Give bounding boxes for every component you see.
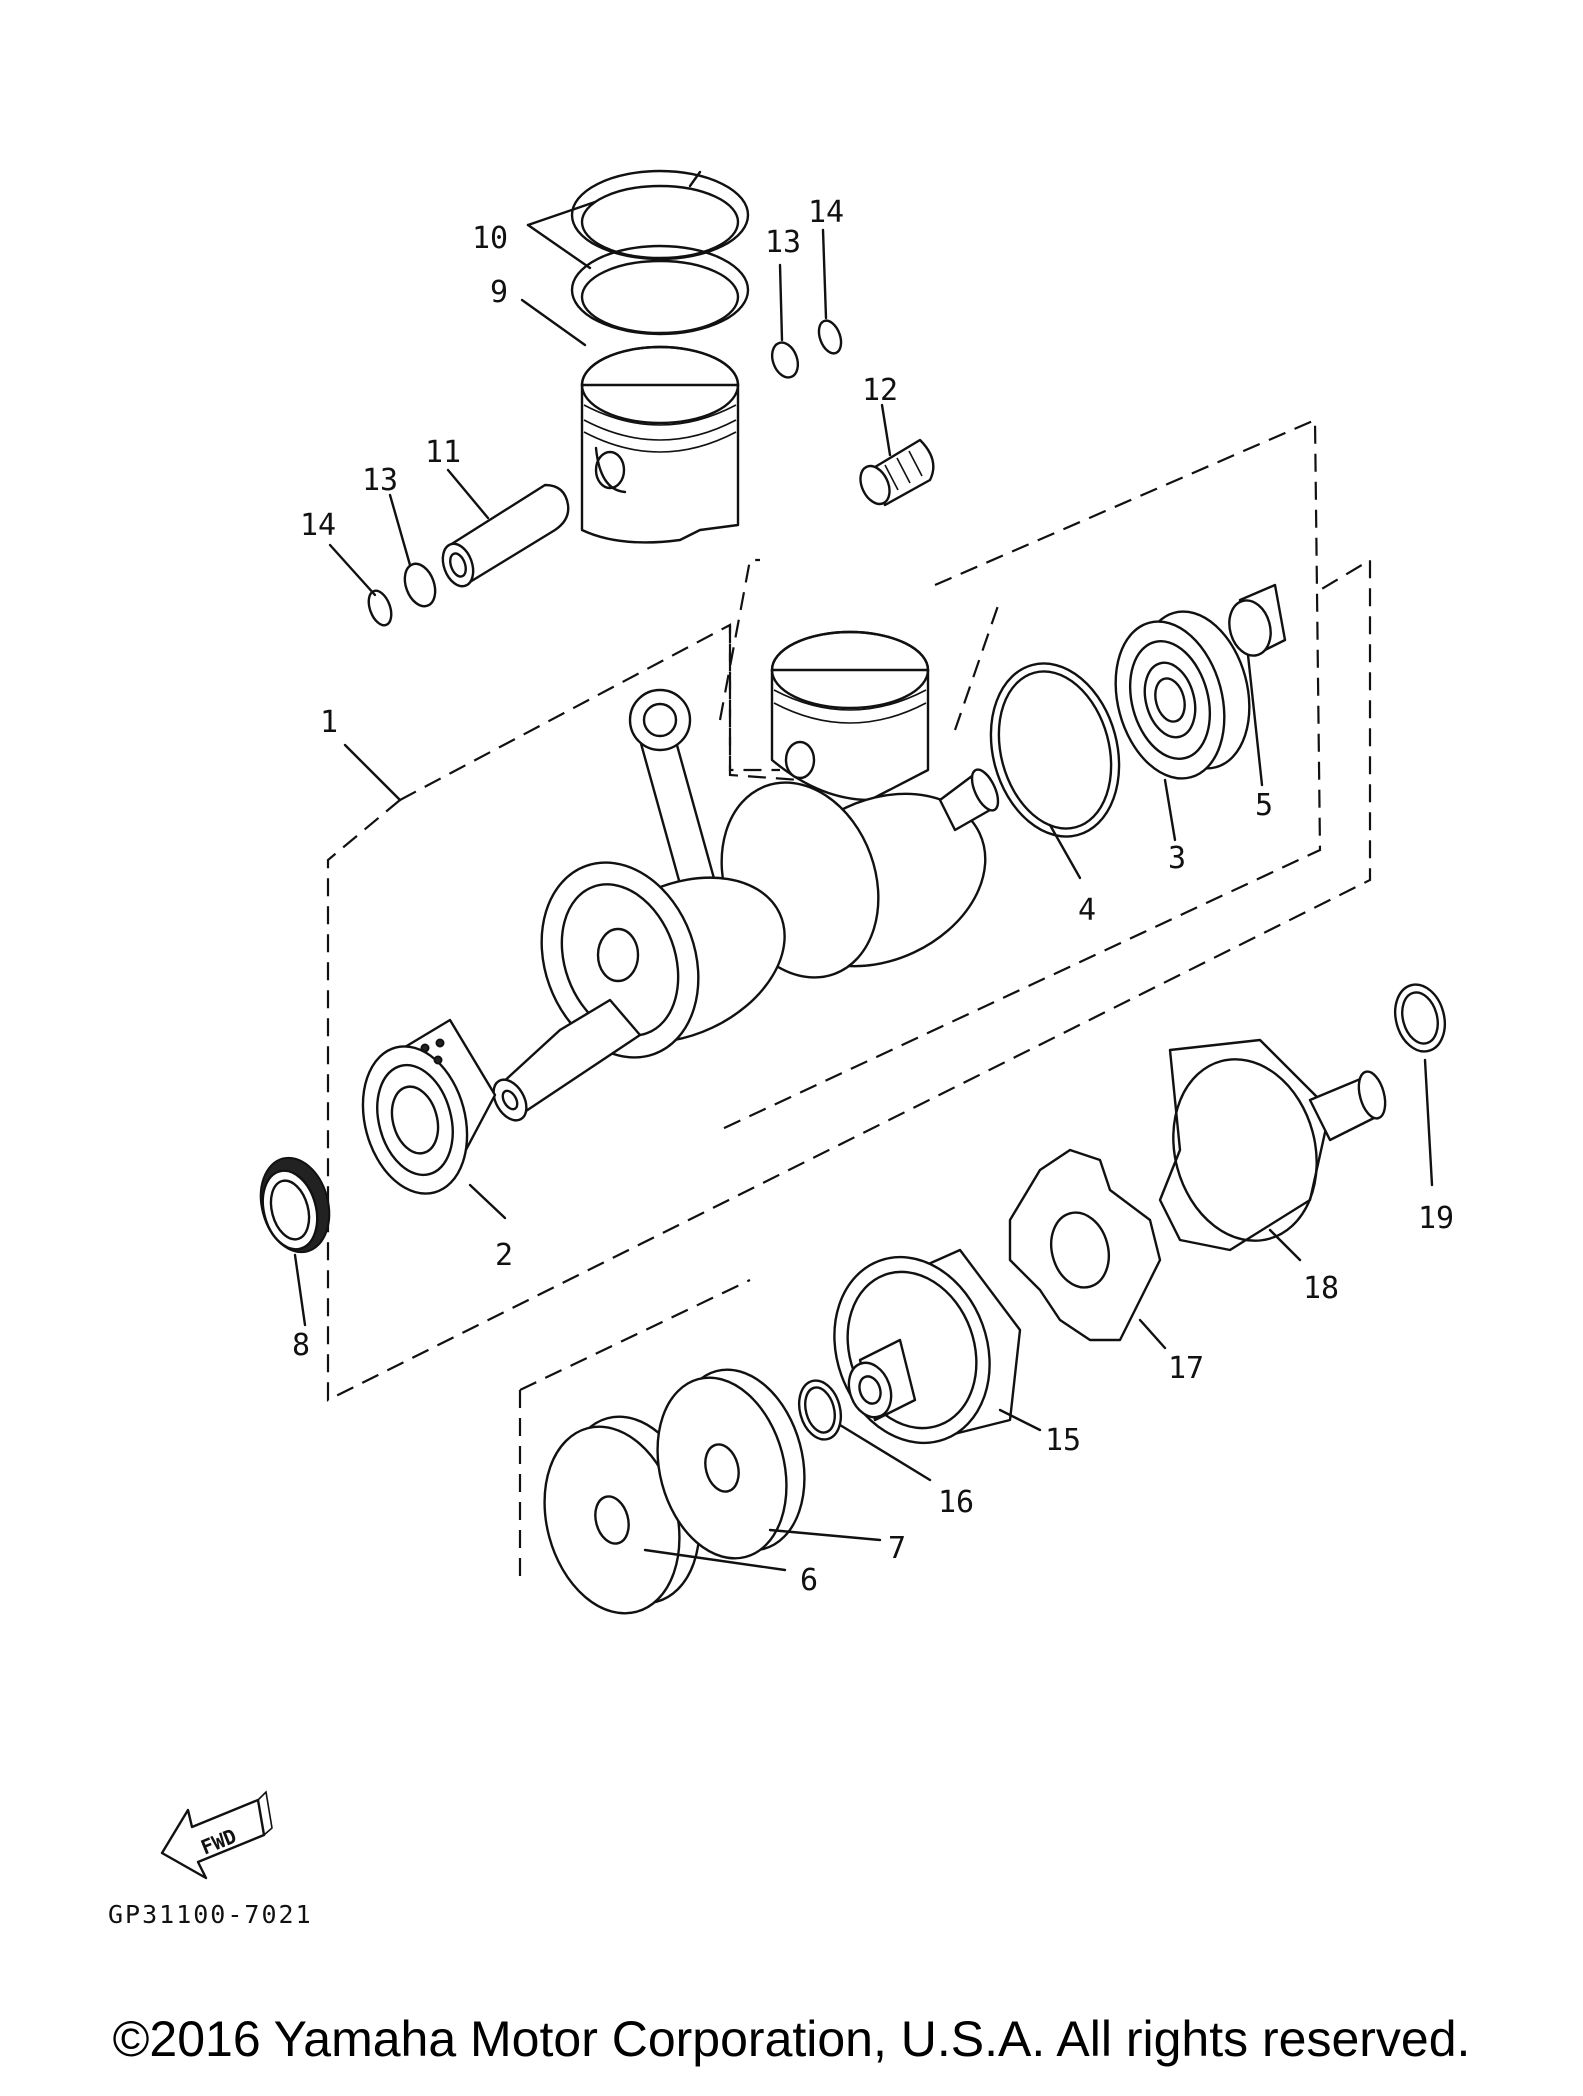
o-ring (797, 1379, 843, 1441)
clip-right (817, 319, 843, 355)
crankshaft-assembly-boundary (326, 418, 1372, 1402)
clip-left (367, 589, 393, 627)
bearing-front (361, 1018, 497, 1195)
callout-18: 18 (1303, 1271, 1339, 1306)
callout-5: 5 (1255, 788, 1273, 823)
crankshaft (492, 630, 1000, 1122)
callout-14-left: 14 (300, 508, 336, 543)
circlip (989, 662, 1121, 838)
callout-numbers: 1 2 3 4 5 6 7 8 9 10 11 12 13 13 14 14 1… (292, 195, 1454, 1598)
callout-17: 17 (1168, 1351, 1204, 1386)
circlip-right (770, 341, 800, 379)
leader-lines (293, 200, 1434, 1572)
needle-bearing (859, 438, 935, 507)
piston-boundary (728, 625, 801, 782)
oil-seal (259, 1156, 331, 1254)
callout-8: 8 (292, 1328, 310, 1363)
callout-7: 7 (888, 1531, 906, 1566)
circlip-left (403, 562, 437, 608)
coupling-rear (1158, 1038, 1387, 1252)
callout-2: 2 (495, 1238, 513, 1273)
coupling (833, 1248, 1022, 1445)
callout-14-right: 14 (808, 195, 844, 230)
callout-12: 12 (862, 373, 898, 408)
copyright-notice: ©2016 Yamaha Motor Corporation, U.S.A. A… (112, 2011, 1471, 2067)
callout-19: 19 (1418, 1201, 1454, 1236)
o-ring-inner (804, 1386, 836, 1434)
callout-1: 1 (320, 705, 338, 740)
callout-10: 10 (472, 221, 508, 256)
callout-11: 11 (425, 435, 461, 470)
callout-9: 9 (490, 275, 508, 310)
callout-6: 6 (800, 1563, 818, 1598)
washer (656, 1368, 806, 1560)
callout-13-right: 13 (765, 225, 801, 260)
callout-3: 3 (1168, 841, 1186, 876)
piston-rings (570, 169, 750, 336)
callout-16: 16 (938, 1485, 974, 1520)
seal-rear-inner (1401, 991, 1439, 1045)
bearing-rear (1114, 610, 1251, 780)
damper (1008, 1148, 1162, 1342)
callout-13-left: 13 (362, 463, 398, 498)
diagram-code: GP31100-7021 (108, 1900, 313, 1929)
piston (580, 345, 740, 544)
seal-rear (1394, 983, 1446, 1053)
callout-4: 4 (1078, 893, 1096, 928)
piston-pin (441, 483, 570, 588)
fwd-arrow-icon: FWD (160, 1790, 273, 1880)
collar (1228, 583, 1287, 657)
callout-15: 15 (1045, 1423, 1081, 1458)
